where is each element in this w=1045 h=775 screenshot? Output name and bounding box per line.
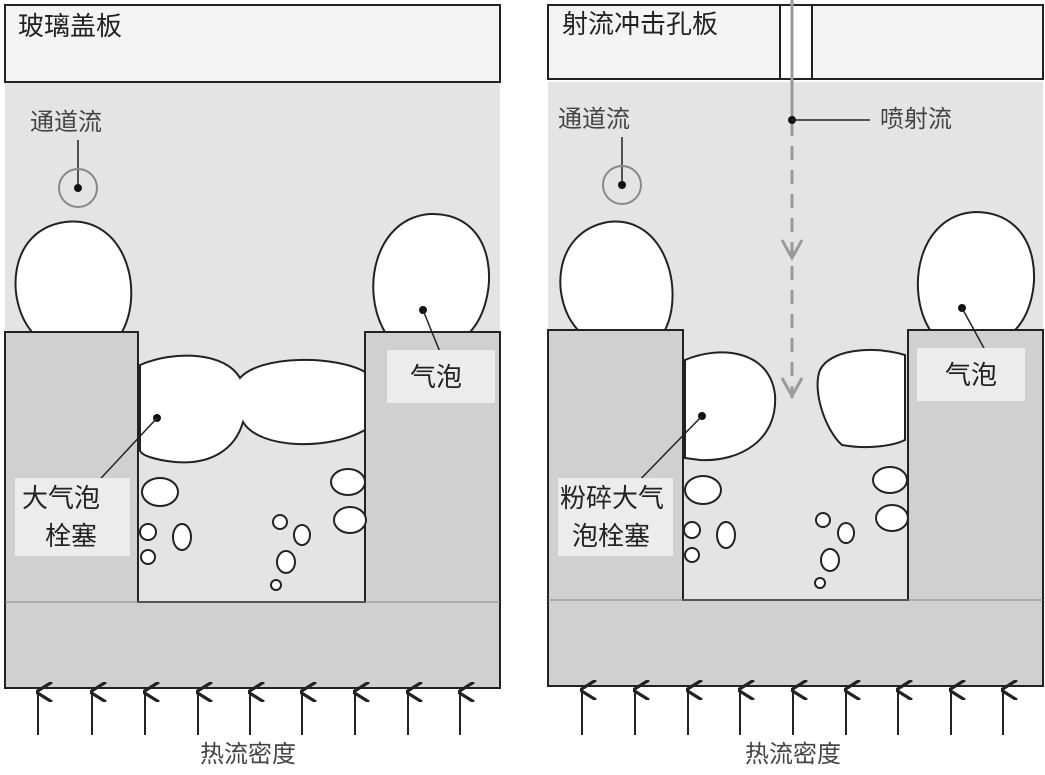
right-panel: 射流冲击孔板 喷射流 通道流 气泡 粉碎大气 泡栓塞 (547, 0, 1044, 768)
plug-label-line2: 栓塞 (45, 522, 97, 552)
heat-flux-arrows (582, 690, 1003, 735)
left-panel: 玻璃盖板 通道流 气泡 大气泡 栓塞 热流密度 (4, 4, 501, 768)
jet-label: 喷射流 (880, 105, 952, 133)
jet-arrowheads (780, 239, 804, 400)
heated-block (547, 329, 1044, 687)
large-bubble-plug (139, 354, 366, 464)
small-bubbles (683, 466, 909, 589)
cover-label: 玻璃盖板 (18, 12, 122, 42)
bubble-label-box (917, 348, 1025, 401)
plug-label-line2: 泡栓塞 (572, 522, 650, 552)
bubble-left (14, 220, 133, 333)
fragmented-plug-right (816, 349, 906, 449)
channel-flow-label: 通道流 (30, 108, 102, 136)
channel-flow-label: 通道流 (558, 105, 630, 133)
bubble-left (559, 220, 674, 331)
small-bubbles (139, 468, 367, 591)
heat-flux-arrows (38, 692, 460, 735)
jet-orifice (779, 4, 813, 80)
bubble-label: 气泡 (945, 361, 997, 391)
plug-label-line1: 大气泡 (22, 484, 100, 514)
heat-flux-label: 热流密度 (745, 740, 841, 768)
cover-label: 射流冲击孔板 (562, 10, 718, 40)
bubble-label: 气泡 (410, 363, 462, 393)
glass-cover-plate (4, 4, 501, 83)
bubble-right (372, 212, 491, 333)
flow-out-of-page-icon (602, 165, 642, 205)
plug-label-box (15, 478, 130, 556)
plug-label-box (558, 478, 673, 556)
heated-block (4, 331, 501, 689)
plug-label-line1: 粉碎大气 (560, 484, 664, 514)
flow-out-of-page-icon (58, 168, 98, 208)
heat-flux-label: 热流密度 (200, 740, 296, 768)
fragmented-plug-left (684, 351, 777, 462)
bubble-label-box (387, 350, 495, 403)
flow-dot-icon (74, 184, 82, 192)
bubble-right (917, 210, 1036, 331)
